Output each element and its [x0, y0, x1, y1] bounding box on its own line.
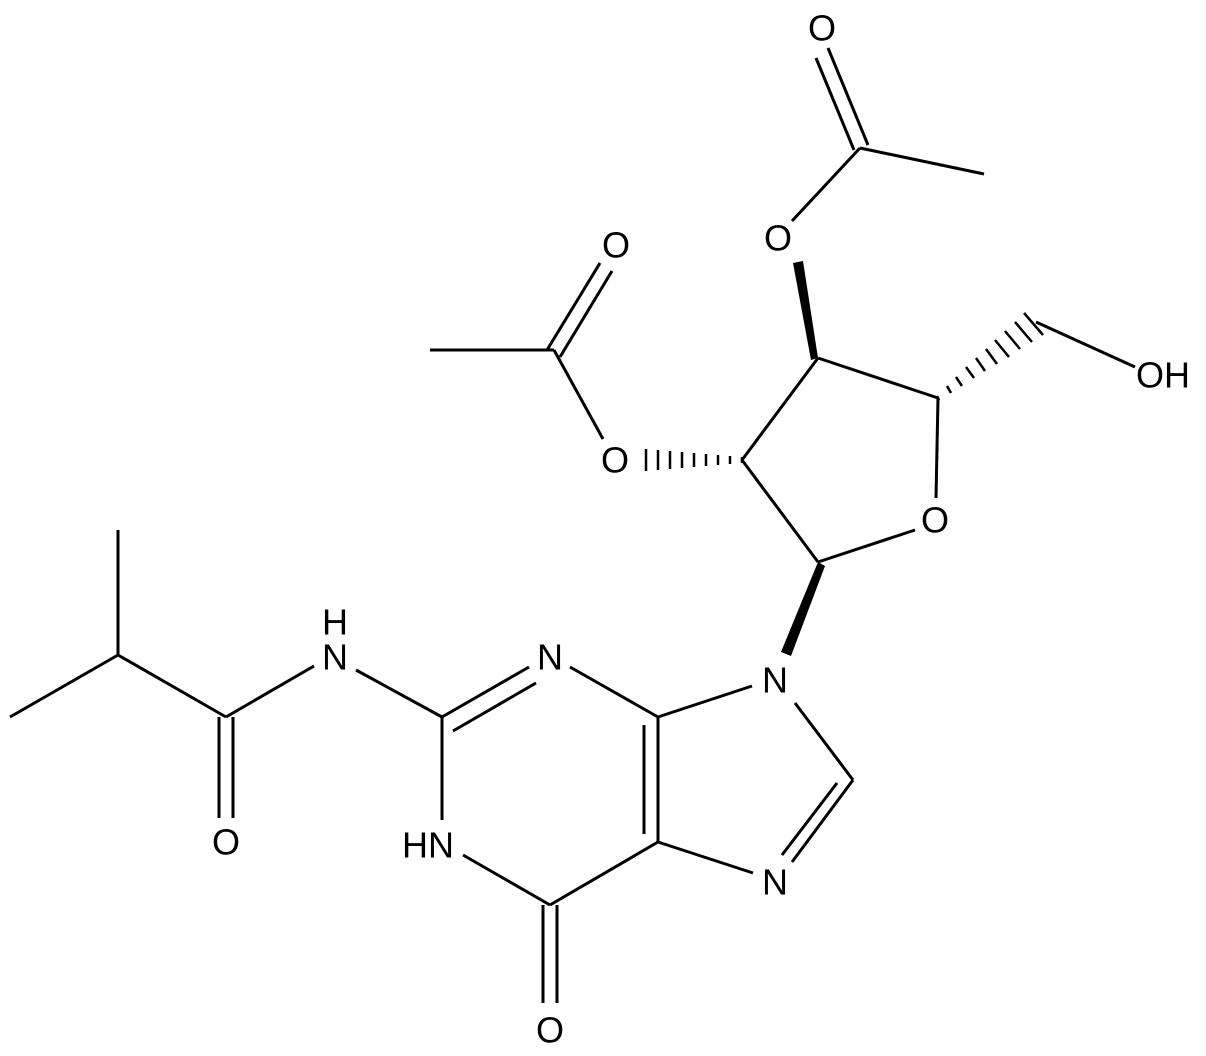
atom-o-ester-upper: O: [764, 218, 792, 259]
bond-c4-o4: [934, 397, 940, 499]
bond-n9-c8: [793, 702, 855, 781]
bond-amide-c-n: [225, 664, 315, 719]
atom-n7: N: [762, 862, 788, 903]
atom-o-amide: O: [212, 822, 240, 863]
wedge-c3-o: [793, 261, 818, 360]
atom-o6: O: [536, 1010, 564, 1051]
atom-o-ring: O: [921, 500, 949, 541]
bond-upper-co-a: [826, 47, 870, 146]
bond-c2-c3: [740, 357, 820, 461]
bond-c4-n9: [657, 684, 753, 719]
bond-ch-carbonyl: [117, 653, 227, 719]
atom-n-amide: N: [322, 637, 348, 678]
hash-c4-c5: [935, 312, 1044, 401]
atom-o-ester-left: O: [601, 440, 629, 481]
bond-n7-c5: [657, 840, 754, 875]
bond-c8-n7-a: [790, 779, 855, 863]
bond-left-co-a: [545, 262, 602, 351]
atom-labels: O O O O OH O H N N N O HN N O: [212, 8, 1190, 1051]
bond-n3-c4: [569, 665, 659, 719]
bond-c5-oh: [1035, 320, 1136, 369]
atom-h-amide: H: [322, 602, 348, 643]
bond-c2-n3-b: [452, 681, 537, 733]
bond-c3-c4: [817, 356, 939, 400]
atom-o-carbonyl-upper: O: [808, 8, 836, 49]
bonds: [9, 47, 1136, 1003]
bond-upper-methyl: [859, 146, 985, 176]
bond-left-c-o: [552, 349, 605, 440]
bond-c6-n1: [462, 853, 551, 907]
stereo-wedges: [644, 261, 1044, 656]
atom-n3: N: [537, 637, 563, 678]
bond-c1-c2: [740, 459, 820, 563]
bond-o4-c1: [817, 528, 916, 564]
atom-oh-right: OH: [1136, 355, 1190, 396]
wedge-c1-n9: [781, 562, 825, 656]
bond-ch-methyl-left: [9, 653, 119, 719]
atom-o-carbonyl-left: O: [602, 225, 630, 266]
hash-c2-o: [644, 449, 744, 471]
bond-c8-n7-b: [780, 782, 839, 856]
bond-left-co-b: [558, 270, 614, 358]
atom-hn1: HN: [402, 825, 454, 866]
bond-upper-c-o: [790, 146, 862, 223]
atom-n9: N: [762, 660, 788, 701]
bond-c5-c6: [549, 840, 659, 907]
bond-n-c2: [355, 668, 443, 719]
bond-upper-co-b: [814, 57, 856, 151]
bond-c2-n3-a: [441, 665, 530, 719]
